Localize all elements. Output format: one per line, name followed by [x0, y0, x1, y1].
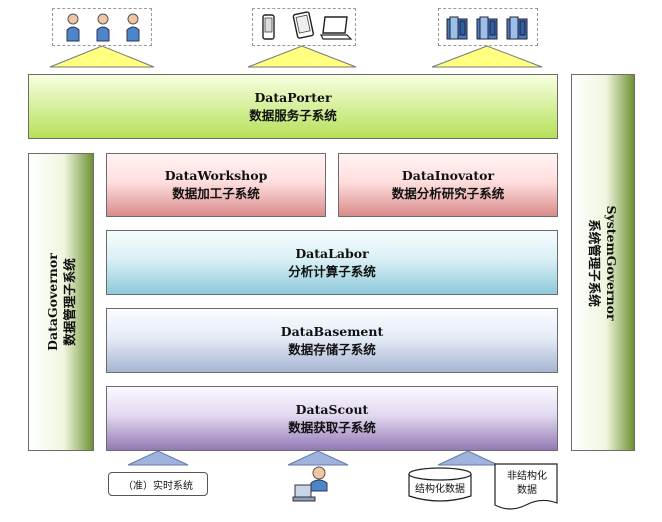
input-arrow-realtime [127, 450, 189, 466]
data-governor-cn: 数据管理子系统 [62, 258, 77, 346]
server-icon [476, 16, 498, 40]
user-computer-icon [292, 466, 328, 502]
user-icon [96, 13, 110, 42]
server-icon [506, 16, 528, 40]
data-scout-cn: 数据获取子系统 [288, 419, 376, 435]
laptop-icon [320, 16, 353, 40]
data-scout-box: DataScout 数据获取子系统 [106, 386, 558, 451]
users-icon-set [66, 13, 140, 42]
realtime-system-box: （准）实时系统 [108, 472, 208, 496]
user-icon [66, 13, 80, 42]
service-arrow-middle [247, 45, 357, 68]
data-workshop-name: DataWorkshop [164, 168, 268, 183]
database-icon [408, 467, 472, 502]
data-workshop-cn: 数据加工子系统 [172, 186, 260, 201]
data-labor-box: DataLabor 分析计算子系统 [106, 230, 558, 295]
data-porter-name: DataPorter [254, 89, 332, 105]
unstructured-data-line2: 数据 [517, 485, 537, 496]
servers-icon-set [446, 16, 528, 40]
consumer-devices-group [252, 8, 356, 46]
data-inovator-box: DataInovator 数据分析研究子系统 [338, 153, 558, 217]
server-icon [446, 16, 468, 40]
data-basement-cn: 数据存储子系统 [288, 341, 376, 357]
system-governor-name: SystemGovernor [604, 204, 619, 321]
service-arrow-right [431, 45, 543, 68]
service-arrows [49, 45, 543, 68]
consumer-users-group [52, 8, 152, 46]
system-governor-box: SystemGovernor 系统管理子系统 [571, 74, 635, 451]
data-scout-name: DataScout [295, 401, 369, 417]
devices-icon-set [262, 11, 353, 40]
input-arrows [127, 450, 499, 466]
structured-data-label: 结构化数据 [415, 484, 465, 495]
unstructured-data-line1: 非结构化 [507, 471, 547, 482]
data-governor-name: DataGovernor [45, 253, 60, 351]
phone-icon [262, 14, 275, 40]
realtime-system-label: （准）实时系统 [123, 480, 193, 492]
data-porter-box: DataPorter 数据服务子系统 [28, 74, 558, 139]
user-icon [126, 13, 140, 42]
data-labor-cn: 分析计算子系统 [288, 263, 376, 279]
system-governor-cn: 系统管理子系统 [587, 218, 602, 307]
document-icon [494, 463, 558, 510]
data-labor-name: DataLabor [295, 245, 369, 261]
tablet-icon [292, 11, 314, 39]
data-governor-box: DataGovernor 数据管理子系统 [28, 153, 94, 451]
data-porter-cn: 数据服务子系统 [249, 107, 337, 123]
data-inovator-cn: 数据分析研究子系统 [391, 186, 505, 201]
data-inovator-name: DataInovator [401, 168, 495, 183]
input-arrow-structured [437, 450, 499, 466]
input-arrow-user [287, 450, 349, 466]
consumer-servers-group [438, 8, 538, 46]
data-basement-box: DataBasement 数据存储子系统 [106, 308, 558, 373]
service-arrow-left [49, 45, 155, 68]
unstructured-data-label: 非结构化 数据 [494, 470, 560, 498]
data-workshop-box: DataWorkshop 数据加工子系统 [106, 153, 326, 217]
data-basement-name: DataBasement [280, 323, 384, 339]
